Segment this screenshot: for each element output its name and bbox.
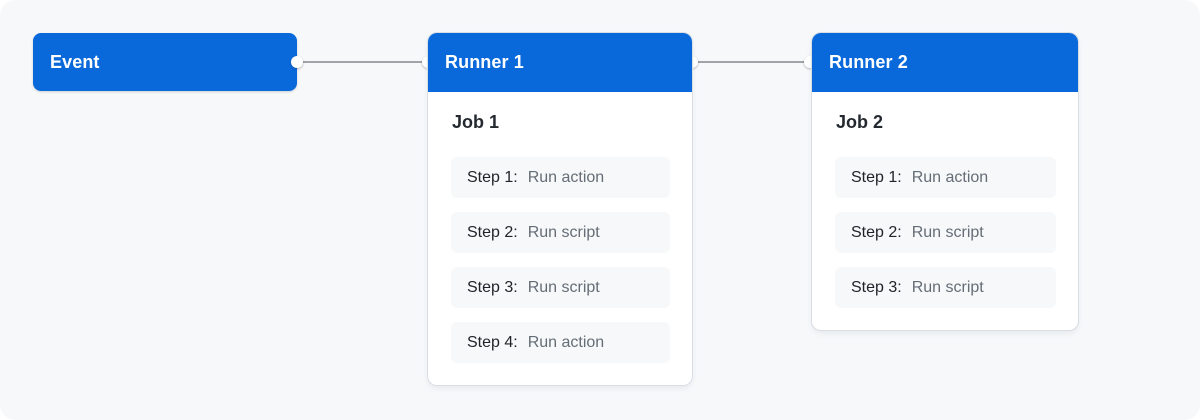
step-description: Run action — [911, 168, 989, 186]
runner-2-header: Runner 2 — [812, 33, 1078, 92]
step-description: Run script — [527, 278, 600, 296]
step-item: Step 4: Run action — [451, 322, 670, 363]
step-item: Step 1: Run action — [835, 157, 1056, 198]
runner-1-body: Job 1 Step 1: Run action Step 2: Run scr… — [428, 92, 692, 363]
step-item: Step 2: Run script — [451, 212, 670, 253]
event-label: Event — [50, 51, 100, 72]
job-1-title: Job 1 — [452, 112, 500, 132]
step-description: Run script — [911, 223, 984, 241]
step-description: Run action — [527, 168, 605, 186]
event-node: Event — [33, 33, 297, 91]
runner-2-body: Job 2 Step 1: Run action Step 2: Run scr… — [812, 92, 1078, 308]
step-label: Step 4: — [467, 333, 518, 351]
connector-dot — [291, 56, 303, 68]
connector-line-runner1-runner2 — [692, 61, 810, 63]
step-item: Step 2: Run script — [835, 212, 1056, 253]
step-label: Step 3: — [467, 278, 518, 296]
step-label: Step 2: — [851, 223, 902, 241]
step-label: Step 1: — [851, 168, 902, 186]
step-item: Step 3: Run script — [451, 267, 670, 308]
step-description: Run script — [911, 278, 984, 296]
runner-2-card: Runner 2 Job 2 Step 1: Run action Step 2… — [812, 33, 1078, 330]
step-item: Step 3: Run script — [835, 267, 1056, 308]
runner-1-label: Runner 1 — [445, 52, 524, 72]
runner-1-card: Runner 1 Job 1 Step 1: Run action Step 2… — [428, 33, 692, 385]
step-label: Step 3: — [851, 278, 902, 296]
runner-1-header: Runner 1 — [428, 33, 692, 92]
step-item: Step 1: Run action — [451, 157, 670, 198]
runner-2-label: Runner 2 — [829, 52, 908, 72]
job-2-title: Job 2 — [836, 112, 884, 132]
step-description: Run action — [527, 333, 605, 351]
step-label: Step 2: — [467, 223, 518, 241]
connector-line-event-runner1 — [297, 61, 428, 63]
step-description: Run script — [527, 223, 600, 241]
step-label: Step 1: — [467, 168, 518, 186]
